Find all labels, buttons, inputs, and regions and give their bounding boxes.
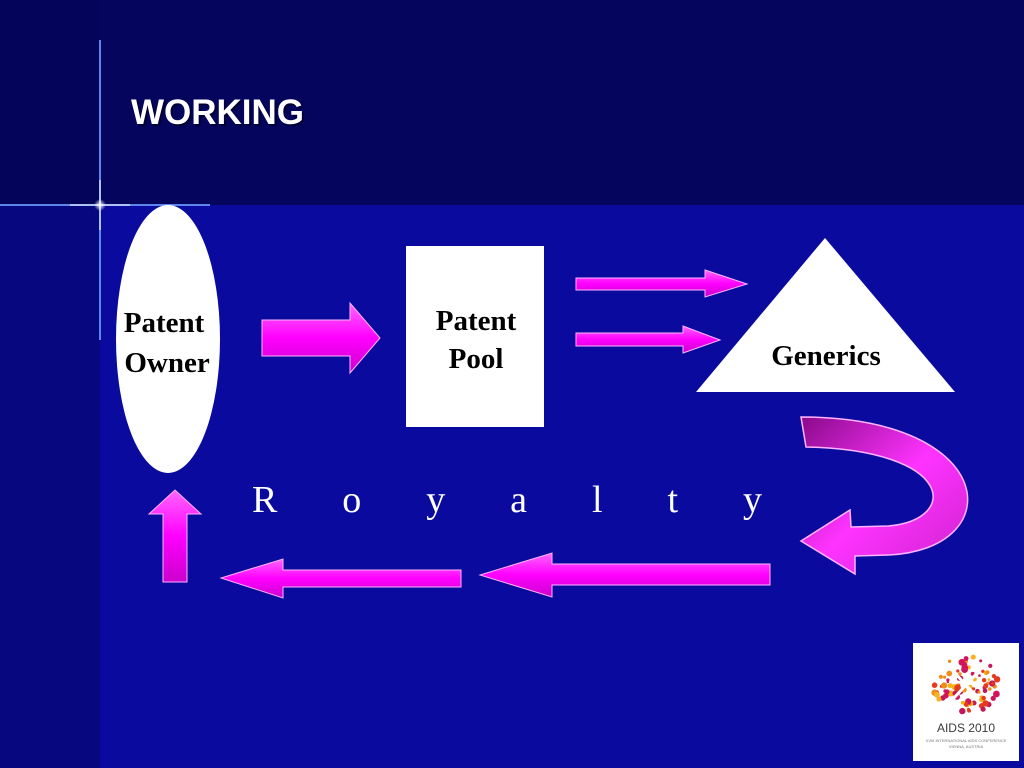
logo-dot [946,670,953,677]
logo-dot [988,663,993,668]
logo-dot [978,674,981,677]
logo-dot [988,687,992,691]
aids-2010-logo-mark [931,654,1001,715]
logo-dot [963,701,969,707]
logo-dot [981,678,987,683]
logo-dot [992,697,996,701]
logo-dot [938,674,943,679]
royalty-letter: t [667,479,679,521]
logo-dot [983,683,989,689]
logo-dot [963,656,969,661]
logo-dot [981,695,986,701]
logo-dot [980,706,986,712]
logo-dot [943,675,947,679]
generics-label: Generics [771,340,881,372]
logo-dot [943,692,949,699]
logo-dot [979,659,983,663]
arrow-owner-to-pool [261,301,381,375]
royalty-arrow-right-segment [478,552,771,598]
logo-dot [948,690,955,697]
patent-pool-label-line2: Pool [449,343,504,375]
logo-dot [934,691,940,698]
logo-dot [946,678,950,682]
patent-owner-ellipse [116,205,220,473]
background-left-band [0,205,100,768]
logo-cross [951,669,981,701]
generics-triangle [696,238,955,392]
royalty-letter: y [742,479,762,521]
patent-owner-label-line2: Owner [124,347,210,379]
logo-dot [941,682,948,689]
logo-dot [958,658,966,666]
background-left-band-top [0,0,100,205]
logo-dot [982,688,988,694]
logo-subcaption: XVIII INTERNATIONAL AIDS CONFERENCE VIEN… [913,738,1019,750]
logo-dot [981,669,985,673]
logo-dot [977,690,981,694]
curved-return-arrow [799,416,969,576]
slide-title: WORKING [131,93,305,132]
logo-dot [991,674,996,679]
royalty-letter: y [426,479,446,521]
patent-pool-label-line1: Patent [436,305,517,337]
logo-dot [967,708,971,713]
patent-owner-label-line1: Patent [124,307,205,339]
logo-dot [936,696,942,702]
royalty-letter: l [591,479,603,521]
logo-dot [947,659,952,663]
logo-dot [968,702,971,705]
patent-owner-node: Patent Owner [116,205,220,473]
logo-dot [993,676,1001,683]
logo-dot [971,687,976,691]
logo-dot [987,678,991,681]
logo-dot [931,682,938,688]
logo-dot [958,672,962,676]
generics-node: Generics [696,238,955,392]
logo-dot [959,707,966,715]
royalty-arrow-left-segment [219,558,462,599]
arrow-pool-to-generics-upper [575,269,749,298]
logo-dot [982,700,989,707]
aids-2010-logo: AIDS 2010 XVIII INTERNATIONAL AIDS CONFE… [913,643,1019,761]
logo-dot [993,690,1000,698]
arrow-up-to-owner [147,489,203,583]
logo-dot [956,669,960,673]
royalty-letter: o [342,479,362,521]
arrow-pool-to-generics-lower [575,325,722,354]
logo-dot [970,654,976,660]
logo-dot [946,680,949,684]
logo-subline-1: XVIII INTERNATIONAL AIDS CONFERENCE [925,738,1007,743]
logo-dot [954,684,961,692]
logo-dot [985,670,990,675]
patent-pool-box [406,246,544,427]
logo-dot [991,681,995,686]
background-top-band [0,0,1024,205]
flare-cross-decoration [0,40,210,340]
royalty-letter: R [252,479,278,521]
logo-dot [960,700,965,705]
logo-subline-2: VIENNA, AUSTRIA [948,744,984,749]
patent-pool-node: Patent Pool [406,246,544,427]
royalty-letter: a [510,479,528,521]
logo-dot [947,683,953,689]
logo-caption: AIDS 2010 [936,721,996,735]
